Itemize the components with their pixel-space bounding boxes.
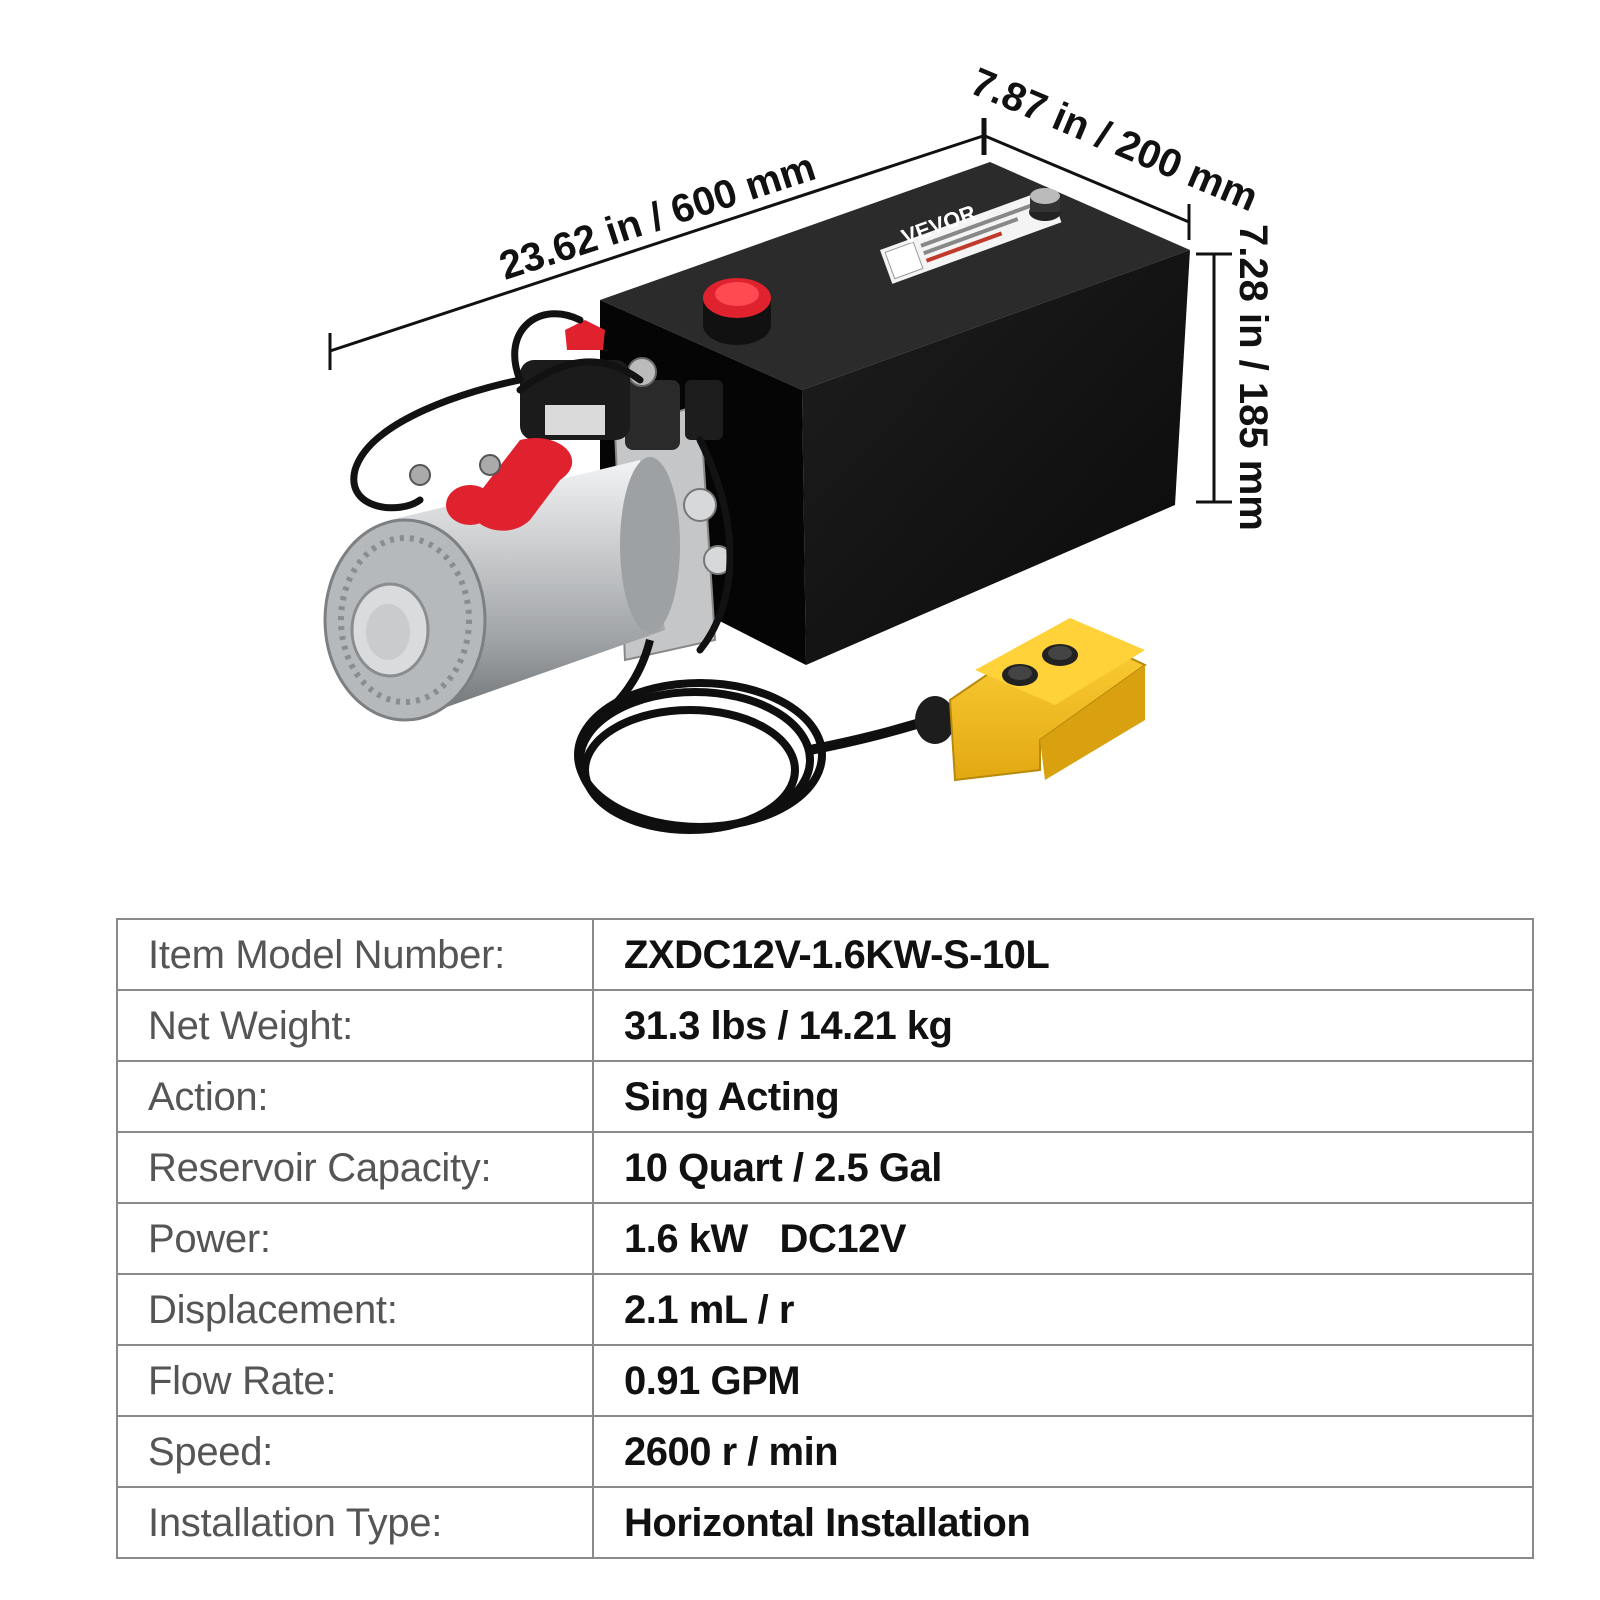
spec-label: Reservoir Capacity: (116, 1131, 594, 1204)
spec-value: 1.6 kW DC12V (592, 1202, 1534, 1275)
spec-label: Power: (116, 1202, 594, 1275)
spec-row-power: Power: 1.6 kW DC12V (116, 1202, 1534, 1275)
spec-label: Speed: (116, 1415, 594, 1488)
spec-row-weight: Net Weight: 31.3 lbs / 14.21 kg (116, 989, 1534, 1062)
motor-end-cap (323, 518, 487, 722)
spec-row-speed: Speed: 2600 r / min (116, 1415, 1534, 1488)
spec-row-flow-rate: Flow Rate: 0.91 GPM (116, 1344, 1534, 1417)
spec-value: ZXDC12V-1.6KW-S-10L (592, 918, 1534, 991)
spec-value: 0.91 GPM (592, 1344, 1534, 1417)
remote-control (915, 618, 1147, 782)
product-figure: 23.62 in / 600 mm 7.87 in / 200 mm 7.28 … (323, 60, 1275, 834)
spec-table: Item Model Number: ZXDC12V-1.6KW-S-10L N… (116, 918, 1534, 1559)
wiring (350, 310, 734, 654)
spec-value: 2600 r / min (592, 1415, 1534, 1488)
spec-label: Item Model Number: (116, 918, 594, 991)
solenoid (520, 360, 630, 440)
spec-row-action: Action: Sing Acting (116, 1060, 1534, 1133)
remote-cable (574, 639, 947, 834)
spec-row-displacement: Displacement: 2.1 mL / r (116, 1273, 1534, 1346)
spec-label: Flow Rate: (116, 1344, 594, 1417)
spec-label: Displacement: (116, 1273, 594, 1346)
dimension-height-label: 7.28 in / 185 mm (1231, 224, 1275, 531)
dimension-height: 7.28 in / 185 mm (1196, 224, 1275, 531)
remote-button-up (1002, 664, 1038, 686)
spec-value: Horizontal Installation (592, 1486, 1534, 1559)
electric-motor (323, 320, 680, 722)
spec-label: Installation Type: (116, 1486, 594, 1559)
spec-value: 2.1 mL / r (592, 1273, 1534, 1346)
filler-cap (703, 278, 771, 345)
breather-cap (1029, 188, 1061, 221)
spec-row-installation: Installation Type: Horizontal Installati… (116, 1486, 1534, 1559)
remote-button-down (1042, 644, 1078, 666)
spec-value: 10 Quart / 2.5 Gal (592, 1131, 1534, 1204)
spec-label: Net Weight: (116, 989, 594, 1062)
spec-value: Sing Acting (592, 1060, 1534, 1133)
spec-label: Action: (116, 1060, 594, 1133)
spec-row-capacity: Reservoir Capacity: 10 Quart / 2.5 Gal (116, 1131, 1534, 1204)
spec-row-model: Item Model Number: ZXDC12V-1.6KW-S-10L (116, 918, 1534, 991)
spec-value: 31.3 lbs / 14.21 kg (592, 989, 1534, 1062)
